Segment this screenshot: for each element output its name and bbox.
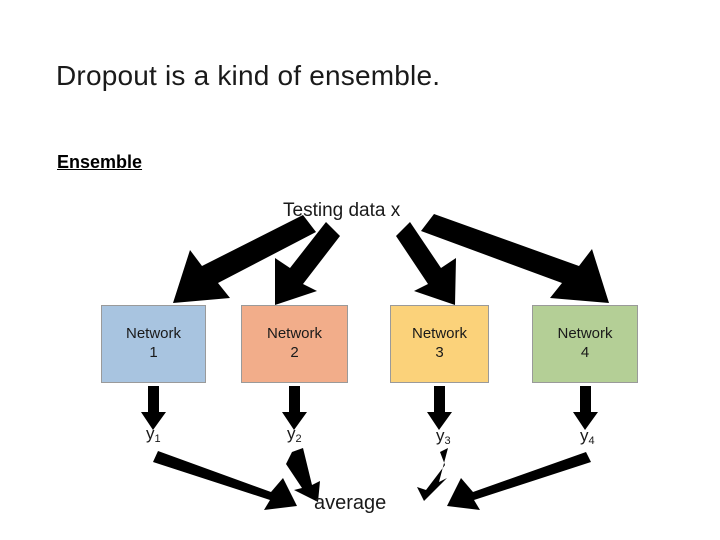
- output-label-y2: y2: [287, 424, 302, 445]
- network-box-2-label: Network 2: [242, 325, 347, 363]
- page-title: Dropout is a kind of ensemble.: [56, 60, 441, 91]
- arrow-testing-to-network-1: [173, 215, 316, 303]
- output-label-y4-sub: 4: [588, 435, 595, 447]
- average-label: average: [314, 492, 387, 514]
- network-box-2-line1: Network: [266, 325, 322, 343]
- network-box-4[interactable]: Network 4: [532, 305, 638, 383]
- output-label-y3-sub: 3: [444, 435, 451, 447]
- network-box-1-line2: 1: [149, 344, 158, 361]
- arrow-network-3-to-y3: [427, 386, 452, 430]
- output-label-y2-sub: 2: [295, 433, 302, 445]
- section-label-ensemble: Ensemble: [57, 152, 143, 172]
- output-label-y4: y4: [580, 426, 595, 447]
- testing-data-label: Testing data x: [283, 200, 401, 221]
- arrow-network-4-to-y4: [573, 386, 598, 430]
- arrow-y4-to-average: [447, 452, 591, 510]
- output-label-y3: y3: [436, 426, 451, 447]
- network-box-3-line2: 3: [435, 344, 444, 361]
- output-label-y2-symbol: y: [287, 424, 296, 443]
- arrows-network-to-output: [141, 386, 598, 430]
- network-box-1-label: Network 1: [102, 325, 205, 363]
- arrow-y3-to-average: [417, 448, 448, 501]
- network-box-4-label: Network 4: [533, 325, 637, 363]
- network-box-2[interactable]: Network 2: [241, 305, 348, 383]
- arrow-testing-to-network-2: [275, 222, 340, 305]
- network-box-4-line1: Network: [557, 325, 613, 343]
- output-label-y1: y1: [146, 424, 161, 445]
- network-box-3[interactable]: Network 3: [390, 305, 489, 383]
- network-box-3-line1: Network: [411, 325, 467, 343]
- output-label-y1-sub: 1: [154, 433, 161, 445]
- network-box-1-line1: Network: [125, 325, 181, 343]
- network-box-3-label: Network 3: [391, 325, 488, 363]
- network-box-4-line2: 4: [580, 344, 590, 361]
- network-box-1[interactable]: Network 1: [101, 305, 206, 383]
- output-label-y3-symbol: y: [436, 426, 445, 445]
- arrow-y1-to-average: [153, 451, 297, 510]
- arrow-testing-to-network-3: [396, 222, 456, 305]
- output-label-y4-symbol: y: [580, 426, 589, 445]
- output-label-y1-symbol: y: [146, 424, 155, 443]
- network-box-2-line2: 2: [290, 344, 299, 361]
- arrow-testing-to-network-4: [421, 214, 609, 303]
- arrows-from-testing-data: [173, 214, 609, 305]
